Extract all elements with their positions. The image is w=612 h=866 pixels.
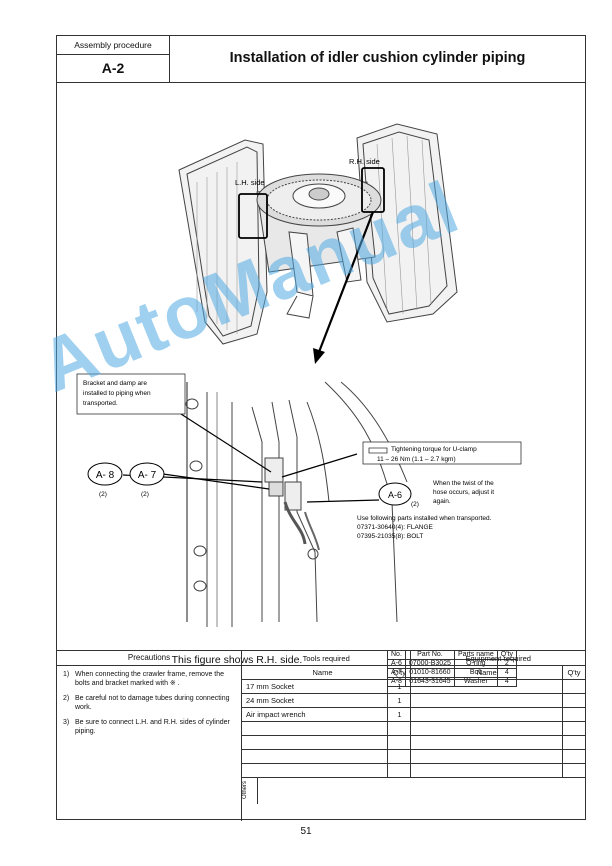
tool-qty: 1 (387, 693, 412, 708)
spacer-cell (242, 665, 258, 680)
callout-arrows (122, 413, 380, 503)
precautions-heading: Precautions (57, 651, 241, 666)
list-item: 2) Be careful not to damage tubes during … (63, 694, 235, 712)
item-number: 2) (63, 695, 70, 702)
table-row: Air impact wrench 1 (242, 707, 585, 722)
table-row: 24 mm Socket 1 (242, 693, 585, 708)
equipment-heading: Equipment required (410, 651, 585, 666)
sheet-header: Assembly procedure A-2 Installation of i… (57, 36, 585, 83)
tools-heading: Tools required (242, 651, 412, 666)
precautions-list: 1) When connecting the crawler frame, rem… (57, 666, 241, 736)
svg-text:(2): (2) (141, 491, 149, 498)
assembly-illustration: L.H. side R.H. side (76, 123, 522, 627)
svg-text:11 – 26 Nm (1.1 – 2.7 kgm): 11 – 26 Nm (1.1 – 2.7 kgm) (377, 456, 456, 463)
item-text: Be sure to connect L.H. and R.H. sides o… (75, 719, 230, 735)
bracket-note: Bracket and damp are installed to piping… (76, 373, 186, 415)
requirements-section: Precautions 1) When connecting the crawle… (57, 650, 585, 821)
procedure-box: Assembly procedure A-2 (57, 36, 170, 82)
use-parts-note: Use following parts installed when trans… (357, 515, 492, 522)
torque-note: Tightening torque for U-clamp 11 – 26 Nm… (362, 441, 522, 465)
table-row (242, 721, 585, 736)
tools-name-col: Name (257, 665, 389, 680)
tools-qty-col: Q'ty (387, 665, 412, 680)
lh-side-label: L.H. side (235, 178, 265, 187)
list-item: 1) When connecting the crawler frame, rem… (63, 670, 235, 688)
svg-text:transported.: transported. (83, 400, 118, 407)
others-label-cell: Others (242, 777, 259, 804)
svg-text:A- 7: A- 7 (138, 470, 157, 481)
equipment-qty-col: Q'ty (562, 665, 585, 680)
table-row: 17 mm Socket 1 (242, 679, 585, 694)
svg-text:A- 8: A- 8 (96, 470, 115, 481)
svg-text:Bracket and damp are: Bracket and damp are (83, 380, 147, 387)
bolt-note: 07395-21035(8): BOLT (357, 533, 423, 540)
tool-qty: 1 (387, 707, 412, 722)
tool-qty: 1 (387, 679, 412, 694)
callout-a6: A-6 (2) (378, 482, 419, 508)
others-row: Others (242, 777, 585, 804)
zoom-arrow (313, 211, 375, 364)
svg-text:(2): (2) (411, 501, 419, 508)
flange-note: 07371-30640(4): FLANGE (357, 524, 434, 531)
twist-note-1: When the twist of the (433, 480, 494, 487)
rh-side-label: R.H. side (349, 157, 380, 166)
list-item: 3) Be sure to connect L.H. and R.H. sides… (63, 718, 235, 736)
precautions-panel: Precautions 1) When connecting the crawle… (57, 651, 242, 821)
tool-name: Air impact wrench (242, 707, 389, 722)
item-text: When connecting the crawler frame, remov… (75, 671, 225, 687)
callout-a8: A- 8 (2) (87, 462, 123, 498)
svg-text:(2): (2) (99, 491, 107, 498)
page-number: 51 (300, 826, 312, 837)
others-label: Others (242, 780, 248, 799)
procedure-sheet: Assembly procedure A-2 Installation of i… (56, 35, 586, 821)
procedure-label: Assembly procedure (57, 38, 169, 55)
svg-text:installed to piping when: installed to piping when (83, 390, 151, 397)
twist-note-3: again. (433, 498, 451, 505)
svg-text:Tightening torque for U-clamp: Tightening torque for U-clamp (391, 446, 477, 453)
svg-text:A-6: A-6 (388, 490, 402, 500)
item-text: Be careful not to damage tubes during co… (75, 695, 230, 711)
item-number: 1) (63, 671, 70, 678)
procedure-code: A-2 (101, 60, 125, 76)
table-row (242, 735, 585, 750)
tools-table: Tools required Equipment required Name Q… (242, 651, 585, 804)
table-row (242, 749, 585, 764)
table-row (242, 763, 585, 778)
twist-note-2: hose occurs, adjust it (433, 489, 494, 496)
callout-a7: A- 7 (2) (129, 462, 165, 498)
undercarriage-drawing (178, 123, 458, 345)
tool-name: 17 mm Socket (242, 679, 389, 694)
tool-name: 24 mm Socket (242, 693, 389, 708)
equipment-name-col: Name (410, 665, 564, 680)
page-title: Installation of idler cushion cylinder p… (229, 50, 526, 66)
detail-drawing (185, 381, 408, 627)
tools-panel: Tools required Equipment required Name Q… (242, 651, 585, 804)
item-number: 3) (63, 719, 70, 726)
wrench-icon (368, 447, 388, 454)
